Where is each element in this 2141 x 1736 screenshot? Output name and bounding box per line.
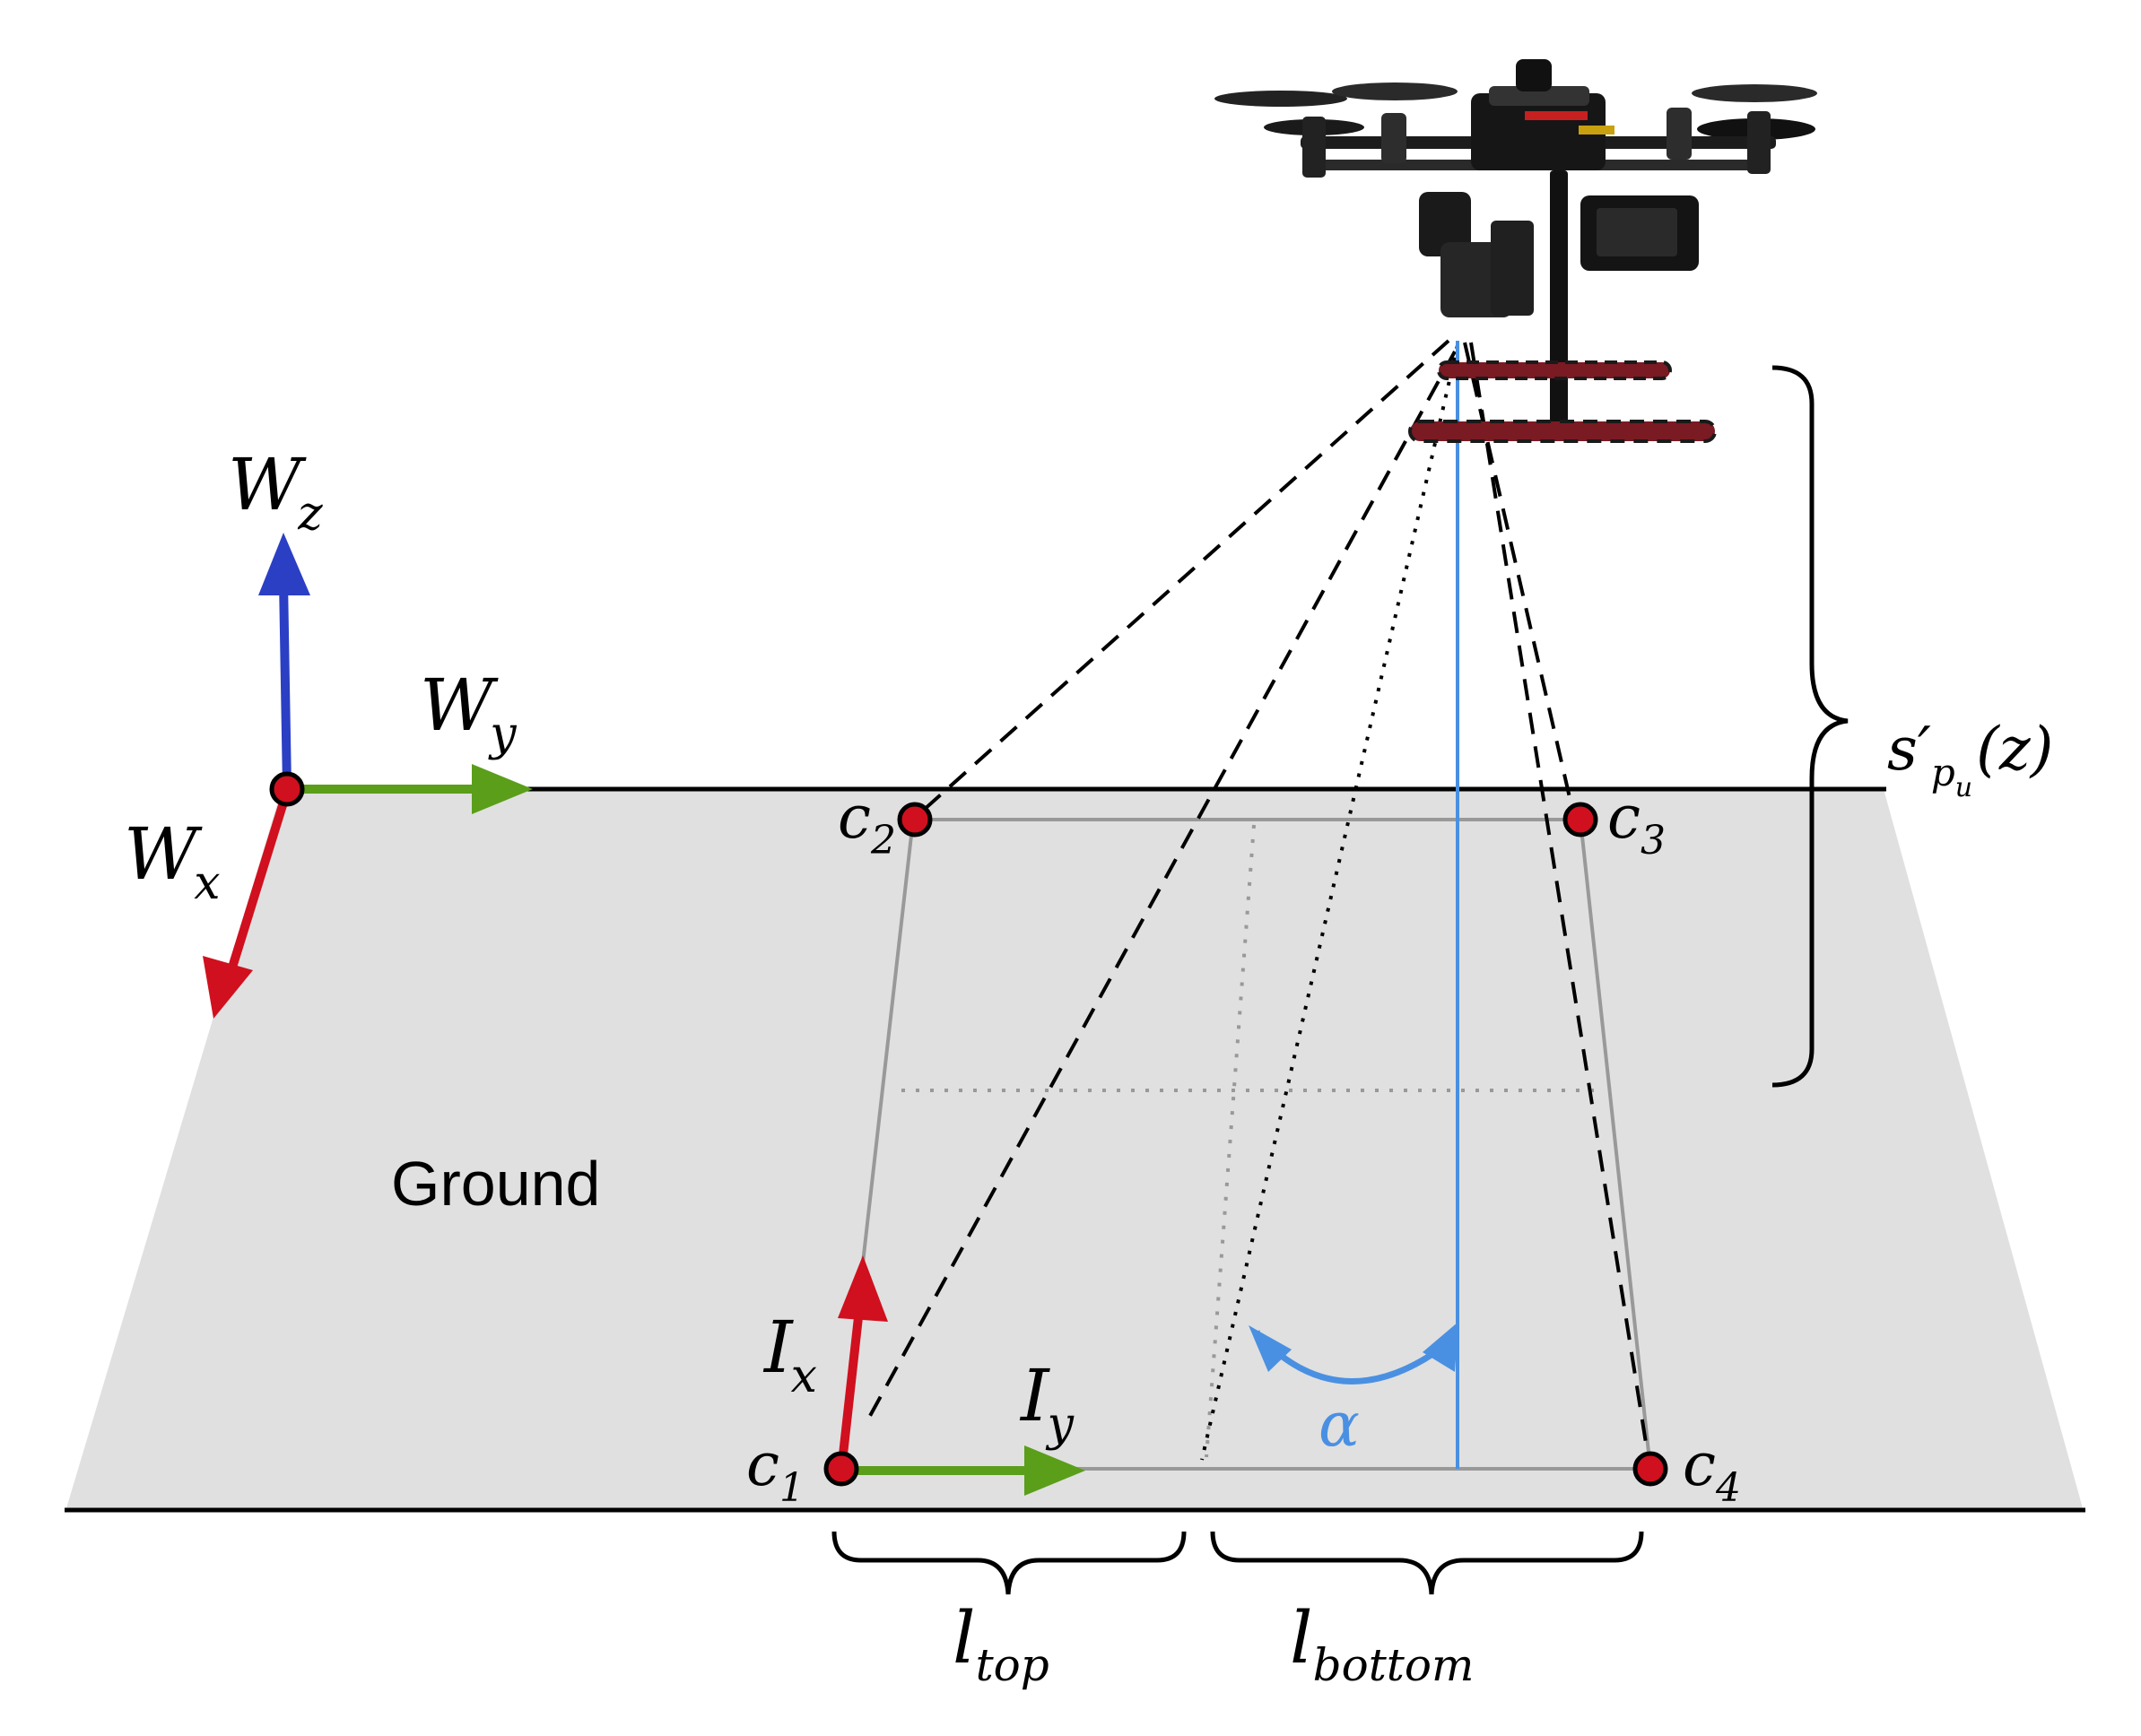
world-x-label: Wx <box>124 812 221 910</box>
world-y-label: Wy <box>420 664 517 761</box>
world-x-arrowhead <box>203 956 253 1019</box>
image-x-axis <box>837 1308 864 1471</box>
l-bottom-label: lbottom <box>1290 1596 1474 1691</box>
corner-c1-label: c1 <box>746 1430 805 1511</box>
corner-c3-label: c3 <box>1607 783 1666 864</box>
alpha-arrowhead-right <box>1423 1322 1458 1372</box>
image-y-arrowhead <box>1024 1445 1085 1496</box>
corner-point-c1 <box>823 1451 859 1487</box>
projection-line-optical <box>1200 344 1459 1461</box>
brace-height <box>1771 365 1849 1088</box>
image-x-arrowhead <box>838 1255 888 1322</box>
corner-point-c3 <box>1562 802 1598 838</box>
corner-point-c4 <box>1632 1451 1668 1487</box>
l-top-label: ltop <box>953 1596 1049 1691</box>
brace-l-top <box>831 1531 1187 1595</box>
height-label: s′pu(z) <box>1887 715 2053 803</box>
world-y-arrowhead <box>472 764 533 814</box>
world-z-axis <box>279 580 292 788</box>
footprint-centerline-vertical <box>1205 824 1256 1458</box>
image-y-label: Iy <box>1019 1354 1075 1452</box>
world-z-label: Wz <box>228 443 323 541</box>
world-origin-point <box>269 771 305 807</box>
world-x-axis <box>227 789 292 972</box>
alpha-label: α <box>1319 1390 1360 1461</box>
alpha-arrowhead-left <box>1249 1325 1292 1372</box>
corner-c4-label: c4 <box>1683 1430 1741 1511</box>
image-x-label: Ix <box>762 1306 817 1403</box>
world-z-arrowhead <box>258 533 310 595</box>
brace-l-bottom <box>1210 1531 1644 1595</box>
ground-label: Ground <box>391 1149 600 1219</box>
projection-line-c2 <box>913 339 1450 820</box>
corner-point-c2 <box>897 802 933 838</box>
ground-plane <box>66 789 2083 1508</box>
projection-line-c4 <box>1469 342 1650 1461</box>
drone-icon <box>1214 59 1817 443</box>
corner-c2-label: c2 <box>838 783 896 864</box>
